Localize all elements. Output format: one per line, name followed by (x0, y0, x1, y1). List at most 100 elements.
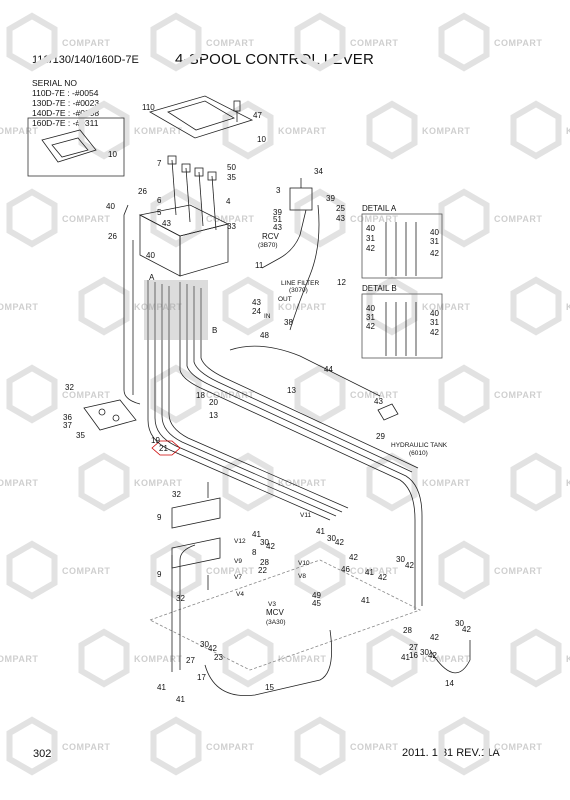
svg-text:COMPART: COMPART (494, 742, 542, 752)
watermark-logo: COMPART (150, 12, 254, 72)
watermark-logo: KOMPART (222, 100, 326, 160)
callout: 23 (214, 653, 223, 662)
callout: 30 (420, 648, 429, 657)
svg-text:COMPART: COMPART (494, 38, 542, 48)
cover-plate-inner (167, 100, 235, 131)
callout: 42 (378, 573, 387, 582)
hose-14 (429, 640, 471, 674)
lever (211, 175, 217, 231)
boot-cover-inner (51, 137, 89, 158)
watermark-logo: KOMPART (0, 302, 38, 312)
diagram-labels: RCV (3B70) LINE FILTER (3070) HYDRAULIC … (149, 204, 448, 626)
callout: 42 (335, 538, 344, 547)
watermark-logo: KOMPART (510, 628, 570, 688)
tank-fitting (377, 403, 399, 421)
callout: 11 (255, 261, 264, 270)
watermark-logo: COMPART (294, 540, 398, 600)
callout: 30 (200, 640, 209, 649)
hose-bundle (200, 346, 419, 469)
svg-text:COMPART: COMPART (350, 742, 398, 752)
callout: 43 (374, 397, 383, 406)
callout: 46 (341, 565, 350, 574)
callout: 29 (376, 432, 385, 441)
callout: 26 (108, 232, 117, 241)
callout: 41 (252, 530, 261, 539)
callout: 9 (157, 513, 162, 522)
callout: 42 (366, 244, 375, 253)
port-shading (144, 280, 208, 340)
hose (261, 209, 307, 269)
mcv-ref: (3A30) (266, 619, 286, 626)
watermark-logo: KOMPART (510, 100, 570, 160)
bracket-hole (112, 414, 120, 422)
valve-v8: V8 (298, 573, 306, 580)
valve-v10: V10 (298, 560, 310, 567)
mcv-outline (148, 559, 422, 671)
hose-bundle (147, 340, 331, 521)
callout: 42 (430, 328, 439, 337)
callout: 17 (197, 673, 206, 682)
out-label: OUT (278, 296, 292, 303)
rcv-label: RCV (262, 232, 280, 241)
callout: 20 (209, 398, 218, 407)
svg-text:KOMPART: KOMPART (566, 302, 570, 312)
mounting-bracket (83, 399, 137, 431)
svg-text:COMPART: COMPART (206, 390, 254, 400)
watermark-logo: KOMPART (510, 452, 570, 512)
serial-line: 110D-7E : -#0054 (32, 88, 99, 98)
callout: 33 (227, 222, 236, 231)
callout: 42 (430, 633, 439, 642)
callout: 4 (226, 197, 231, 206)
callout: 39 (326, 194, 335, 203)
callout: 15 (265, 683, 274, 692)
hydraulic-tank-label: HYDRAULIC TANK (391, 442, 448, 449)
callout: 43 (336, 214, 345, 223)
callout: 35 (227, 173, 236, 182)
inset-cover-box (27, 117, 125, 177)
callout: 43 (162, 219, 171, 228)
callout: 42 (428, 651, 437, 660)
watermark-logo: COMPART (150, 364, 254, 424)
watermark-logo: KOMPART (78, 100, 182, 160)
line-filter-label: LINE FILTER (281, 280, 319, 287)
lever-knob (167, 155, 177, 165)
callout: 13 (287, 386, 296, 395)
svg-text:KOMPART: KOMPART (278, 302, 326, 312)
watermark-logo: KOMPART (222, 452, 326, 512)
page-number: 3020 (33, 748, 58, 760)
callout: 28 (403, 626, 412, 635)
svg-text:KOMPART: KOMPART (422, 478, 470, 488)
callout: 10 (257, 135, 266, 144)
callout: 14 (445, 679, 454, 688)
detail-b-box (361, 293, 443, 359)
callout: 24 (252, 307, 261, 316)
watermark-logo: COMPART (150, 188, 254, 248)
watermark-logo: KOMPART (366, 628, 470, 688)
callout: 25 (336, 204, 345, 213)
watermark-logo: COMPART (438, 364, 542, 424)
svg-text:KOMPART: KOMPART (566, 126, 570, 136)
svg-text:COMPART: COMPART (494, 390, 542, 400)
hydraulic-tank-ref: (6010) (409, 450, 428, 457)
serial-line: 130D-7E : -#0023 (32, 98, 100, 108)
watermark-logo: COMPART (294, 12, 398, 72)
diagram-linework (27, 95, 471, 697)
svg-text:COMPART: COMPART (350, 566, 398, 576)
watermark-logo: KOMPART (510, 276, 570, 336)
watermark-logo: KOMPART (0, 478, 38, 488)
callout: 41 (157, 683, 166, 692)
callout: 47 (253, 111, 262, 120)
boot-cover (41, 129, 97, 163)
valve-v11: V11 (300, 512, 311, 519)
hose (289, 204, 320, 331)
hose-15 (204, 629, 333, 697)
callout: 39 (273, 208, 282, 217)
detail-b-label: DETAIL B (362, 284, 397, 293)
callout: 35 (76, 431, 85, 440)
serial-number-block: SERIAL NO 110D-7E : -#0054 130D-7E : -#0… (32, 78, 99, 128)
callout: 40 (430, 309, 439, 318)
callout: 38 (284, 318, 293, 327)
hose-bundle (161, 344, 343, 513)
callout: 49 (312, 591, 321, 600)
lever (171, 159, 177, 216)
